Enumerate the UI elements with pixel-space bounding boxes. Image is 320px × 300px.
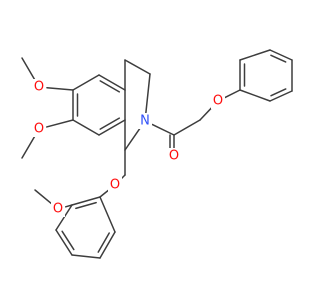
bond-R1-R2-inner xyxy=(75,201,97,210)
bond-C2-C3 xyxy=(98,119,126,136)
atom-label-o-ether-ch2: O xyxy=(110,178,120,193)
bond-P5-P6 xyxy=(239,49,271,61)
bond-P1-P2 xyxy=(239,89,271,102)
bond-CH2-OPh xyxy=(199,106,214,121)
bond-R2-OMa xyxy=(64,204,73,208)
atom-label-o-methoxy-7-bg xyxy=(32,121,46,137)
bond-OE-R1 xyxy=(99,189,110,198)
atom-label-o-methoxy-6-bg xyxy=(32,79,46,95)
bond-OM7-Me7 xyxy=(21,135,36,159)
bond-C6-C1-inner xyxy=(99,80,121,93)
bond-R4-R5 xyxy=(71,254,101,259)
bond-OPh-P1 xyxy=(224,89,241,99)
atom-label-o-carbonyl-bg xyxy=(167,148,181,164)
structure-canvas: O O N O O O O xyxy=(21,49,293,259)
bond-R5-R6-inner xyxy=(97,232,110,253)
bond-P2-P3-inner xyxy=(270,88,287,97)
atom-label-o-methoxy-aryl-bg xyxy=(51,201,65,217)
bond-P2-P3 xyxy=(269,90,293,102)
chemical-structure: O O N O O O O xyxy=(21,49,293,259)
bond-R3-R4-inner xyxy=(61,230,75,251)
bond-N-CO xyxy=(151,123,175,136)
bond-C8-N xyxy=(145,73,151,114)
bond-CO-CH2 xyxy=(173,119,201,136)
bond-R6-R1 xyxy=(99,196,116,233)
atom-label-n-ring-bg xyxy=(138,113,152,129)
atom-label-o-methoxy-7: O xyxy=(34,122,44,137)
bond-P4-P5-inner xyxy=(270,54,287,63)
atom-label-layer: O O N O O O O xyxy=(32,79,225,217)
bond-R3-R4 xyxy=(55,229,73,256)
bond-R5-R6 xyxy=(99,231,116,259)
bond-P4-P5 xyxy=(269,49,293,61)
atom-label-o-ether-ch2-bg xyxy=(108,177,122,193)
atom-label-o-methoxy-aryl: O xyxy=(53,202,63,217)
bond-layer xyxy=(21,49,293,259)
bond-C5-OM6 xyxy=(46,86,74,91)
bond-C6-C1 xyxy=(98,74,126,91)
bond-OMa-MeA xyxy=(34,189,53,205)
atom-label-o-phenoxy: O xyxy=(213,94,223,109)
bond-R2-R3 xyxy=(55,204,73,231)
atom-label-o-carbonyl: O xyxy=(169,149,179,164)
bond-C7-C8 xyxy=(124,59,151,75)
bond-C5-C6 xyxy=(72,74,100,91)
bond-R1-R2 xyxy=(71,196,101,206)
atom-label-o-phenoxy-bg xyxy=(211,93,225,109)
bond-OM6-Me6 xyxy=(21,57,36,81)
bond-C3-C4 xyxy=(72,119,100,136)
atom-label-n-ring: N xyxy=(140,114,150,129)
atom-label-o-methoxy-6: O xyxy=(34,80,44,95)
bond-C4-OM7 xyxy=(45,119,74,128)
bond-N-C9 xyxy=(124,126,142,151)
bond-C2-C3-inner xyxy=(99,117,121,130)
